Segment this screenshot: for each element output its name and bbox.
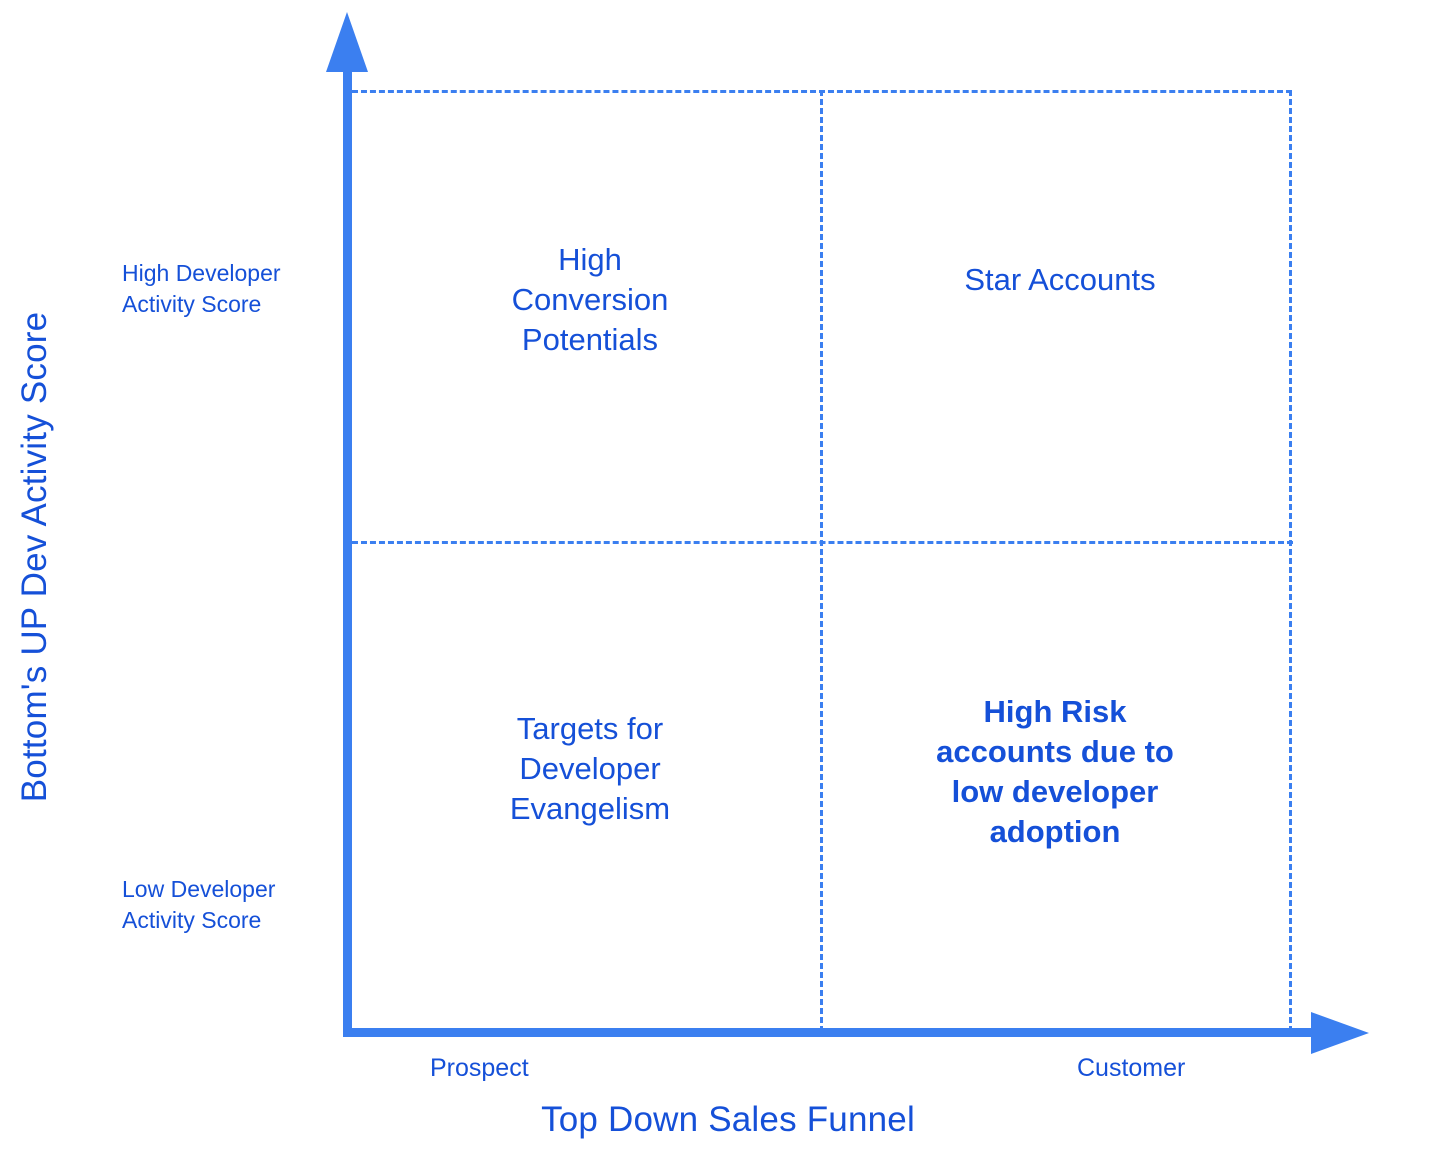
y-axis-arrow-icon bbox=[326, 12, 368, 72]
x-axis-tick-label-prospect: Prospect bbox=[430, 1054, 529, 1082]
quadrant-divider-vertical bbox=[820, 90, 823, 1032]
y-axis-title-container: Bottom's UP Dev Activity Score bbox=[13, 257, 63, 857]
quadrant-label-star-accounts: Star Accounts bbox=[964, 262, 1156, 297]
quadrant-label-high-risk-accounts: High Risk accounts due to low developer … bbox=[936, 694, 1174, 849]
y-axis-title: Bottom's UP Dev Activity Score bbox=[15, 311, 54, 803]
x-axis-arrow-icon bbox=[1311, 1012, 1369, 1054]
y-axis-line bbox=[343, 60, 352, 1037]
x-axis-title: Top Down Sales Funnel bbox=[541, 1100, 915, 1139]
quadrant-label-targets-for-developer-evangelism: Targets for Developer Evangelism bbox=[509, 711, 671, 826]
quadrant-label-high-conversion-potentials: High Conversion Potentials bbox=[511, 242, 669, 357]
y-axis-tick-label-low-developer-activity-score: Low Developer Activity Score bbox=[122, 876, 276, 933]
quadrant-divider-horizontal bbox=[352, 541, 1293, 544]
x-axis-tick-label-customer: Customer bbox=[1077, 1054, 1186, 1082]
y-axis-tick-label-high-developer-activity-score: High Developer Activity Score bbox=[122, 260, 281, 317]
x-axis-line bbox=[343, 1028, 1319, 1037]
